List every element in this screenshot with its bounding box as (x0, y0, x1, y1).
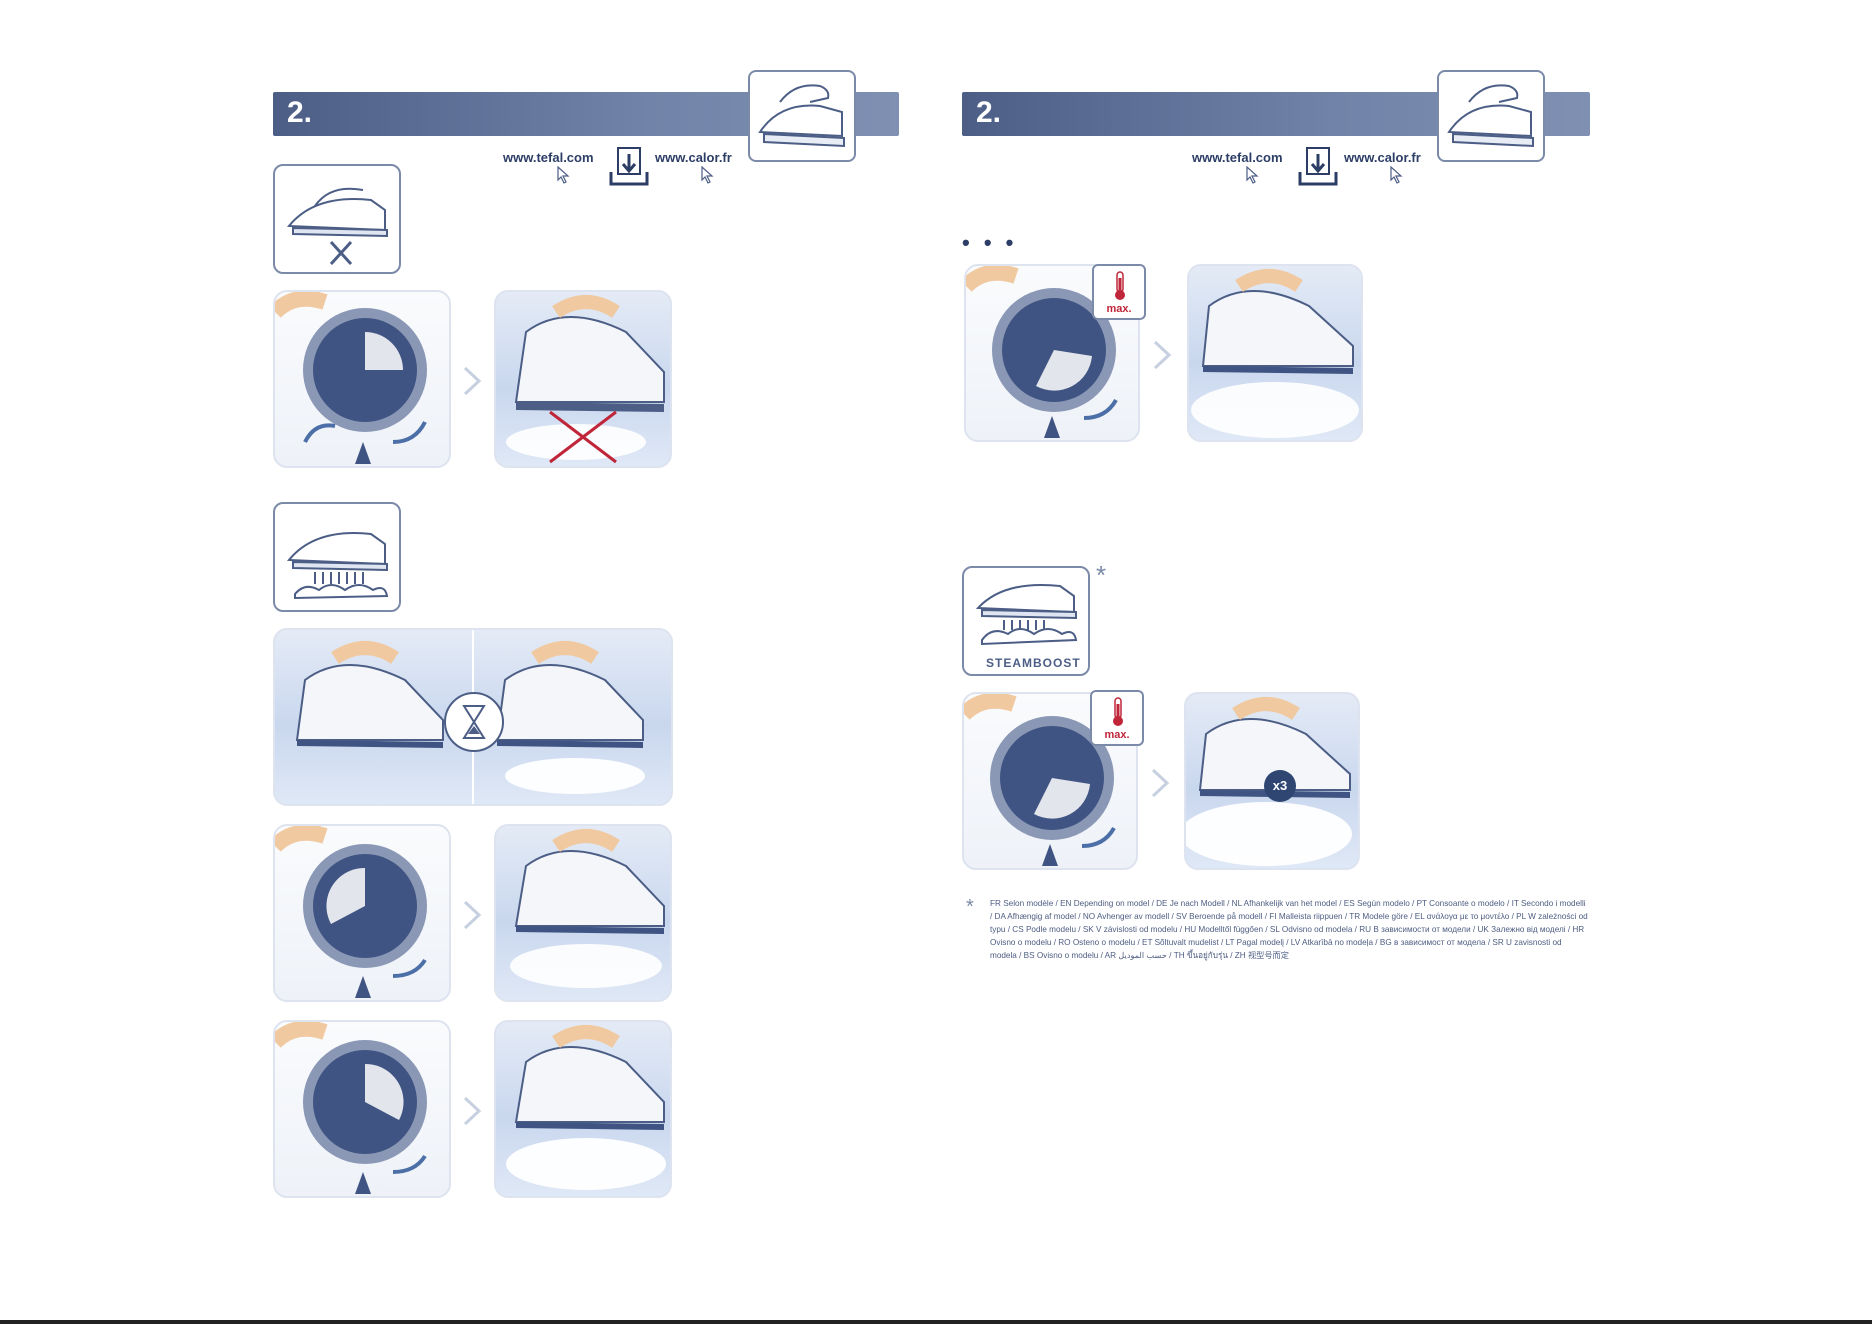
chevron-right-icon (463, 366, 482, 396)
max-label-1: max. (1106, 303, 1132, 315)
dial-panel-3 (273, 1020, 451, 1198)
right-cursor-icon-2 (1390, 166, 1403, 184)
right-url-calor[interactable]: www.calor.fr (1344, 150, 1421, 165)
dial-max-panel-1 (964, 264, 1140, 442)
dry-ironing-icon (273, 164, 401, 274)
max-label-2: max. (1104, 729, 1130, 741)
dial-panel-1 (273, 290, 451, 468)
x3-boost-badge: x3 (1264, 770, 1296, 802)
left-url-tefal[interactable]: www.tefal.com (503, 150, 594, 165)
iron-steam-panel-2 (494, 1020, 672, 1198)
hourglass-icon (444, 692, 504, 752)
steamboost-icon: STEAMBOOST (962, 566, 1090, 676)
left-url-calor[interactable]: www.calor.fr (655, 150, 732, 165)
left-header-iron-icon (748, 70, 856, 162)
chevron-right-icon (463, 900, 482, 930)
chevron-right-icon (463, 1096, 482, 1126)
max-temp-badge-2: max. (1090, 690, 1144, 746)
chevron-right-icon (1151, 768, 1170, 798)
footnote-depending-on-model: FR Selon modèle / EN Depending on model … (990, 899, 1588, 960)
steam-ironing-icon (273, 502, 401, 612)
right-step-number: 2. (976, 96, 1002, 129)
left-step-number: 2. (287, 96, 313, 129)
thermometer-icon (1113, 697, 1123, 726)
right-cursor-icon-1 (1246, 166, 1259, 184)
dial-max-panel-2 (962, 692, 1138, 870)
dial-panel-2 (273, 824, 451, 1002)
ellipsis: • • • (962, 230, 1018, 255)
iron-no-steam-panel (494, 290, 672, 468)
max-temp-badge-1: max. (1092, 264, 1146, 320)
right-header-iron-icon (1437, 70, 1545, 162)
chevron-right-icon (1153, 340, 1172, 370)
asterisk-note-marker: * (1096, 560, 1107, 590)
left-download-icon[interactable] (608, 146, 650, 190)
left-cursor-icon-1 (557, 166, 570, 184)
footnote-star: * (966, 896, 974, 918)
left-cursor-icon-2 (701, 166, 714, 184)
iron-max-steam-panel (1187, 264, 1363, 442)
page-bottom-border (0, 1320, 1872, 1324)
right-download-icon[interactable] (1297, 146, 1339, 190)
steamboost-label: STEAMBOOST (986, 656, 1081, 670)
thermometer-icon (1115, 271, 1125, 300)
iron-steamboost-panel: x3 (1184, 692, 1360, 870)
right-url-tefal[interactable]: www.tefal.com (1192, 150, 1283, 165)
iron-steam-panel-1 (494, 824, 672, 1002)
